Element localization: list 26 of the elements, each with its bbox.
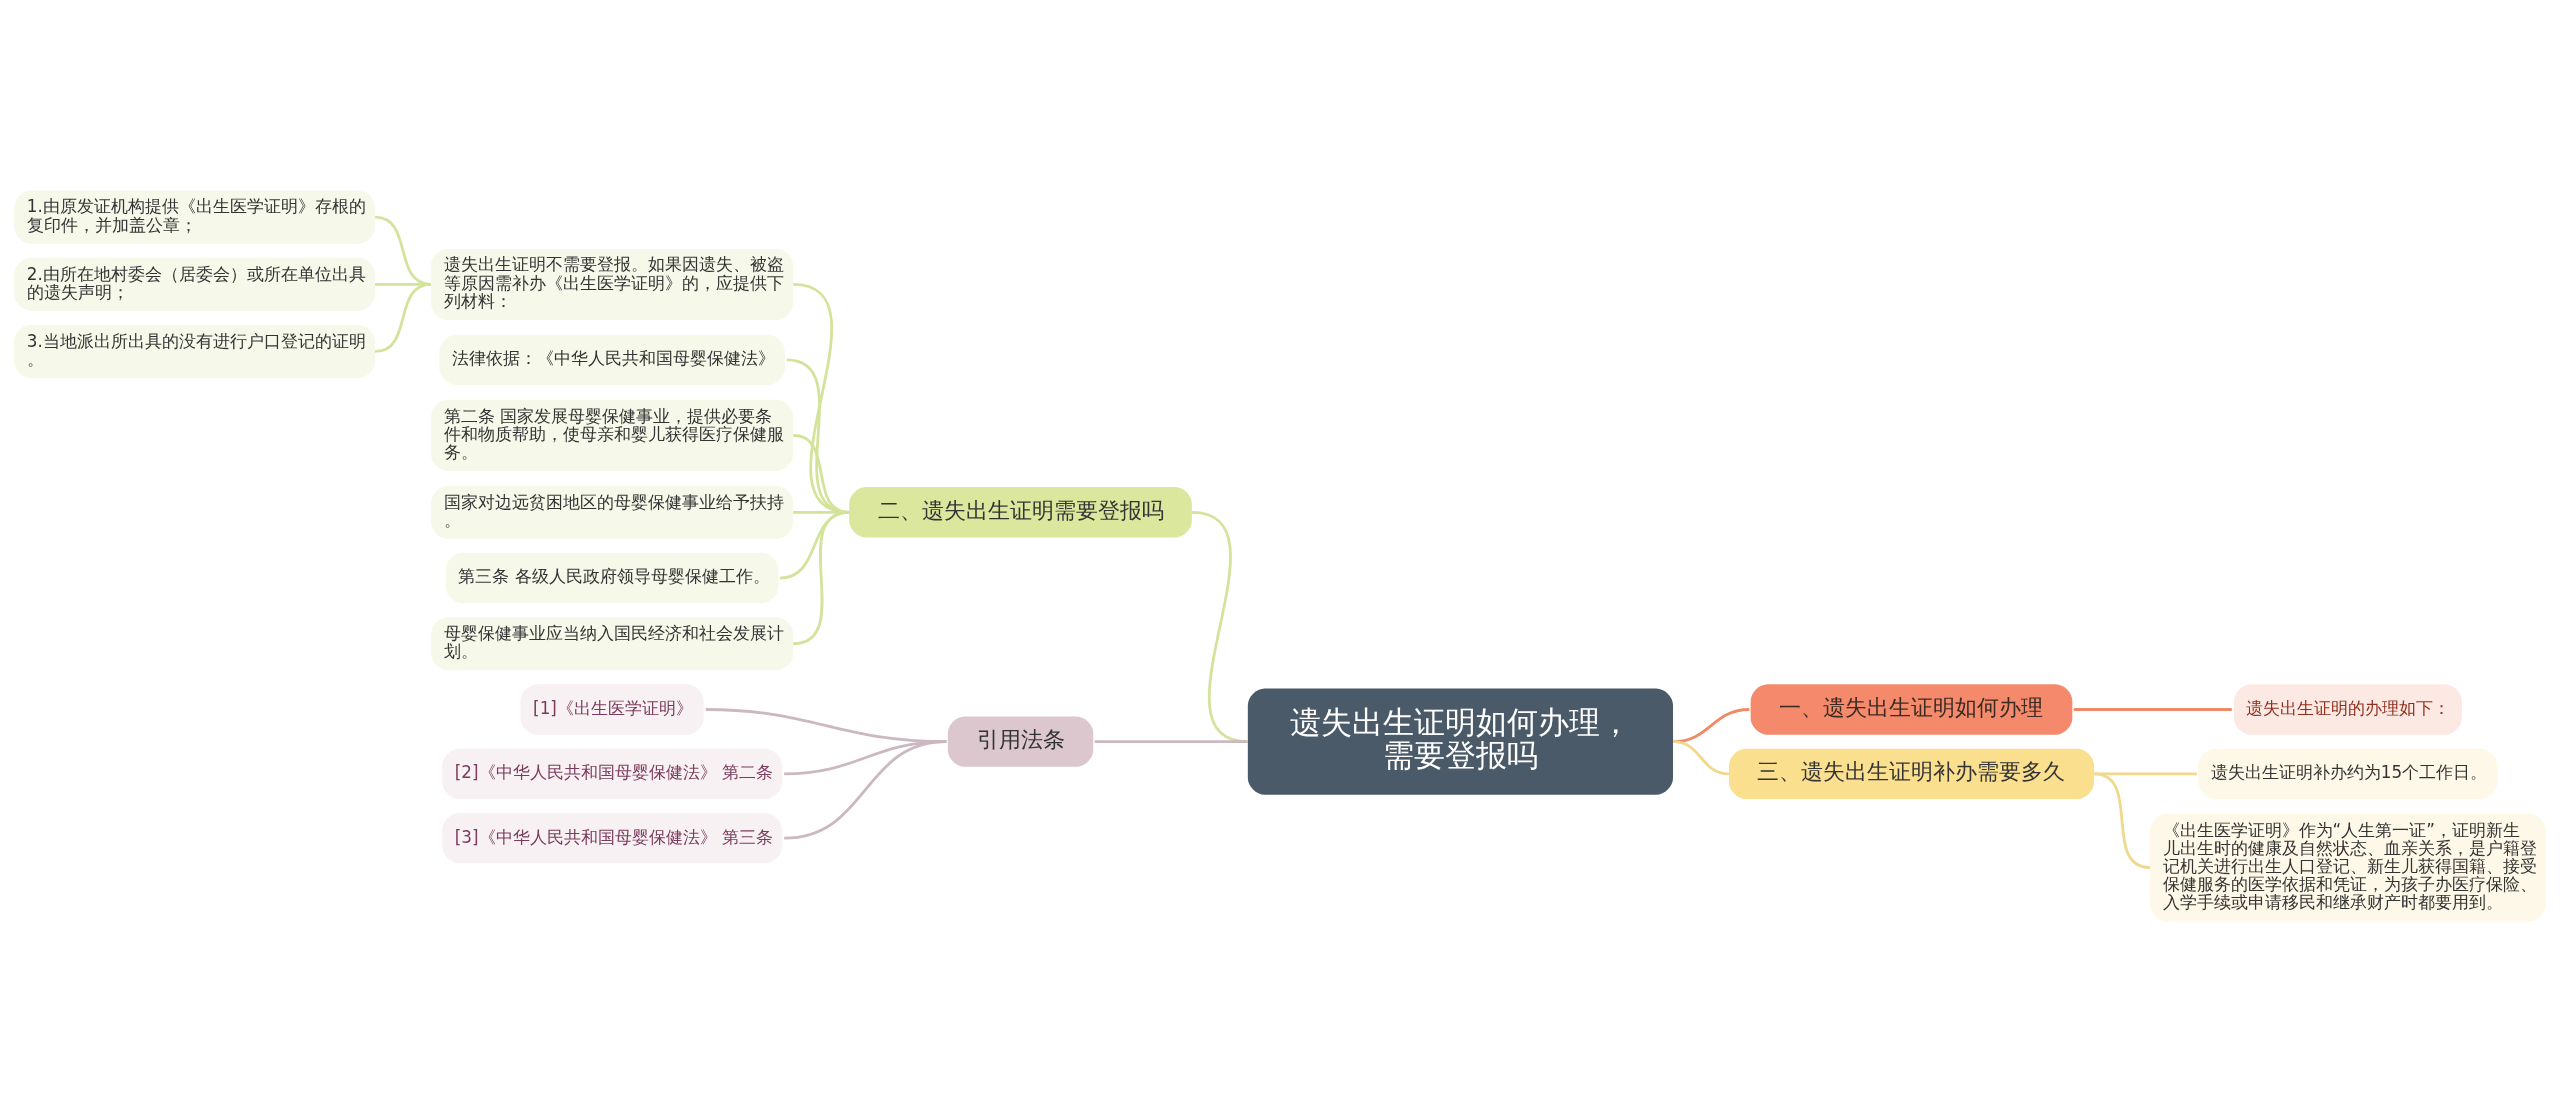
connector: [1094, 739, 1248, 743]
node-box: 引用法条: [947, 716, 1094, 767]
node-box: [3]《中华人民共和国母婴保健法》 第三条: [442, 812, 783, 863]
connector: [2094, 771, 2197, 775]
node-box: 第三条 各级人民政府领导母婴保健工作。: [445, 552, 779, 603]
node-box: 遗失出生证明的办理如下：: [2233, 683, 2462, 735]
node-box: 2.由所在地村委会（居委会）或所在单位出具的遗失声明；: [14, 257, 376, 311]
node-box: 三、遗失出生证明补办需要多久: [1729, 748, 2095, 799]
node-box: 《出生医学证明》作为“人生第一证”，证明新生儿出生时的健康及自然状态、血亲关系，是户籍登记机关进行出生人口登记、新生儿获得国籍、接受保健服务的医学依据和凭证，为孩子办医疗保险、入学手续或申请移民和继承财产时都要用到。: [2150, 813, 2546, 921]
node-box: 1.由原发证机构提供《出生医学证明》存根的复印件，并加盖公章；: [14, 190, 376, 244]
node-box: 3.当地派出所出具的没有进行户口登记的证明。: [14, 324, 376, 378]
node-box: 遗失出生证明补办约为15个工作日。: [2198, 748, 2498, 799]
node-box: 第二条 国家发展母婴保健事业，提供必要条件和物质帮助，使母亲和婴儿获得医疗保健服务。: [431, 399, 794, 471]
connector: [784, 739, 947, 840]
node-box: 遗失出生证明如何办理，需要登报吗: [1247, 688, 1674, 795]
node-box: 一、遗失出生证明如何办理: [1750, 683, 2073, 735]
connector: [1672, 739, 1730, 775]
connector: [2073, 707, 2232, 711]
connector: [374, 282, 432, 353]
node-box: 遗失出生证明不需要登报。如果因遗失、被盗等原因需补办《出生医学证明》的，应提供下列材料：: [431, 248, 794, 320]
node-box: [2]《中华人民共和国母婴保健法》 第二条: [442, 748, 783, 799]
node-box: 二、遗失出生证明需要登报吗: [849, 486, 1192, 537]
connector: [2093, 771, 2151, 869]
connector: [793, 510, 850, 645]
node-box: 国家对边远贫困地区的母婴保健事业给予扶持。: [431, 485, 794, 539]
node-box: 母婴保健事业应当纳入国民经济和社会发展计划。: [431, 616, 794, 670]
